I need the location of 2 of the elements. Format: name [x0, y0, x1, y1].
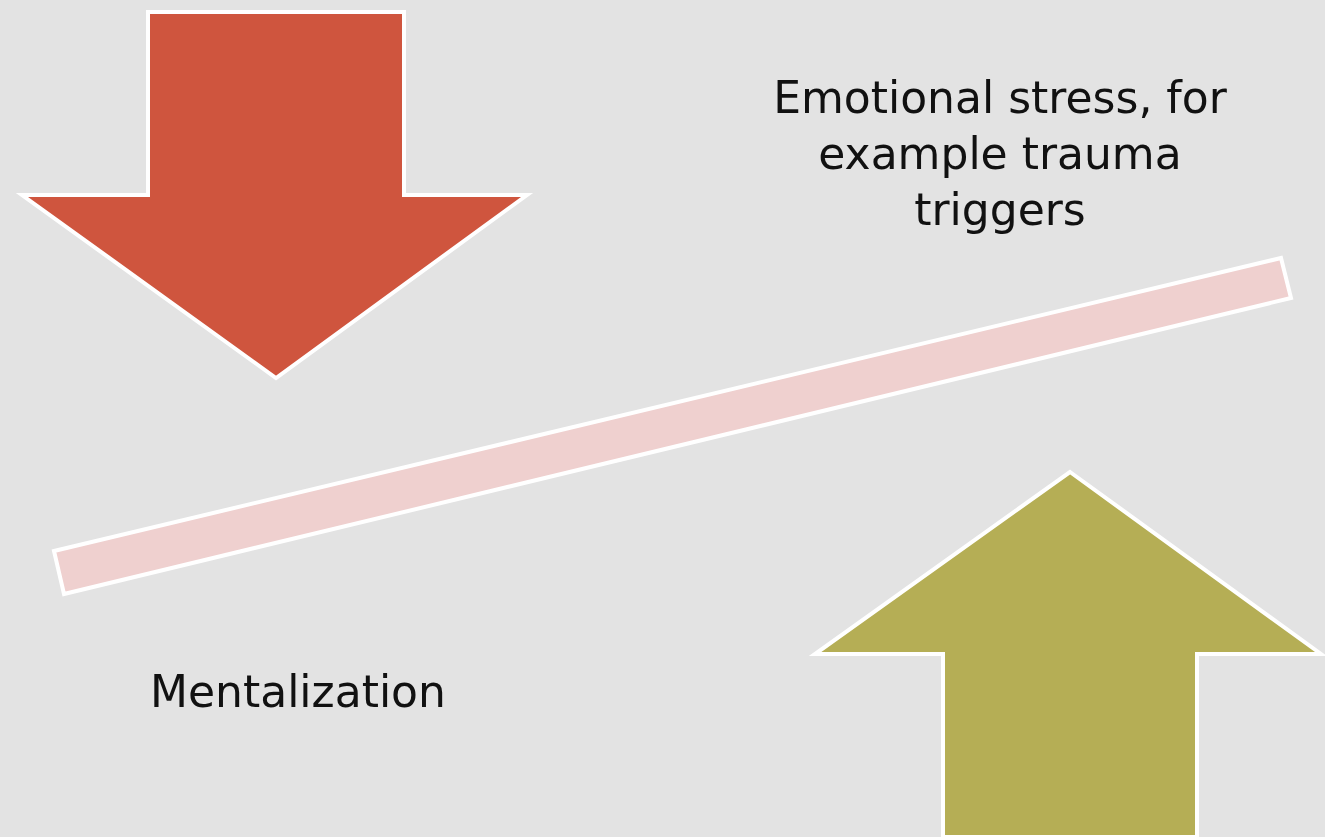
- stress-label: Emotional stress, for example trauma triggers: [772, 71, 1228, 237]
- mentalization-label: Mentalization: [150, 665, 446, 719]
